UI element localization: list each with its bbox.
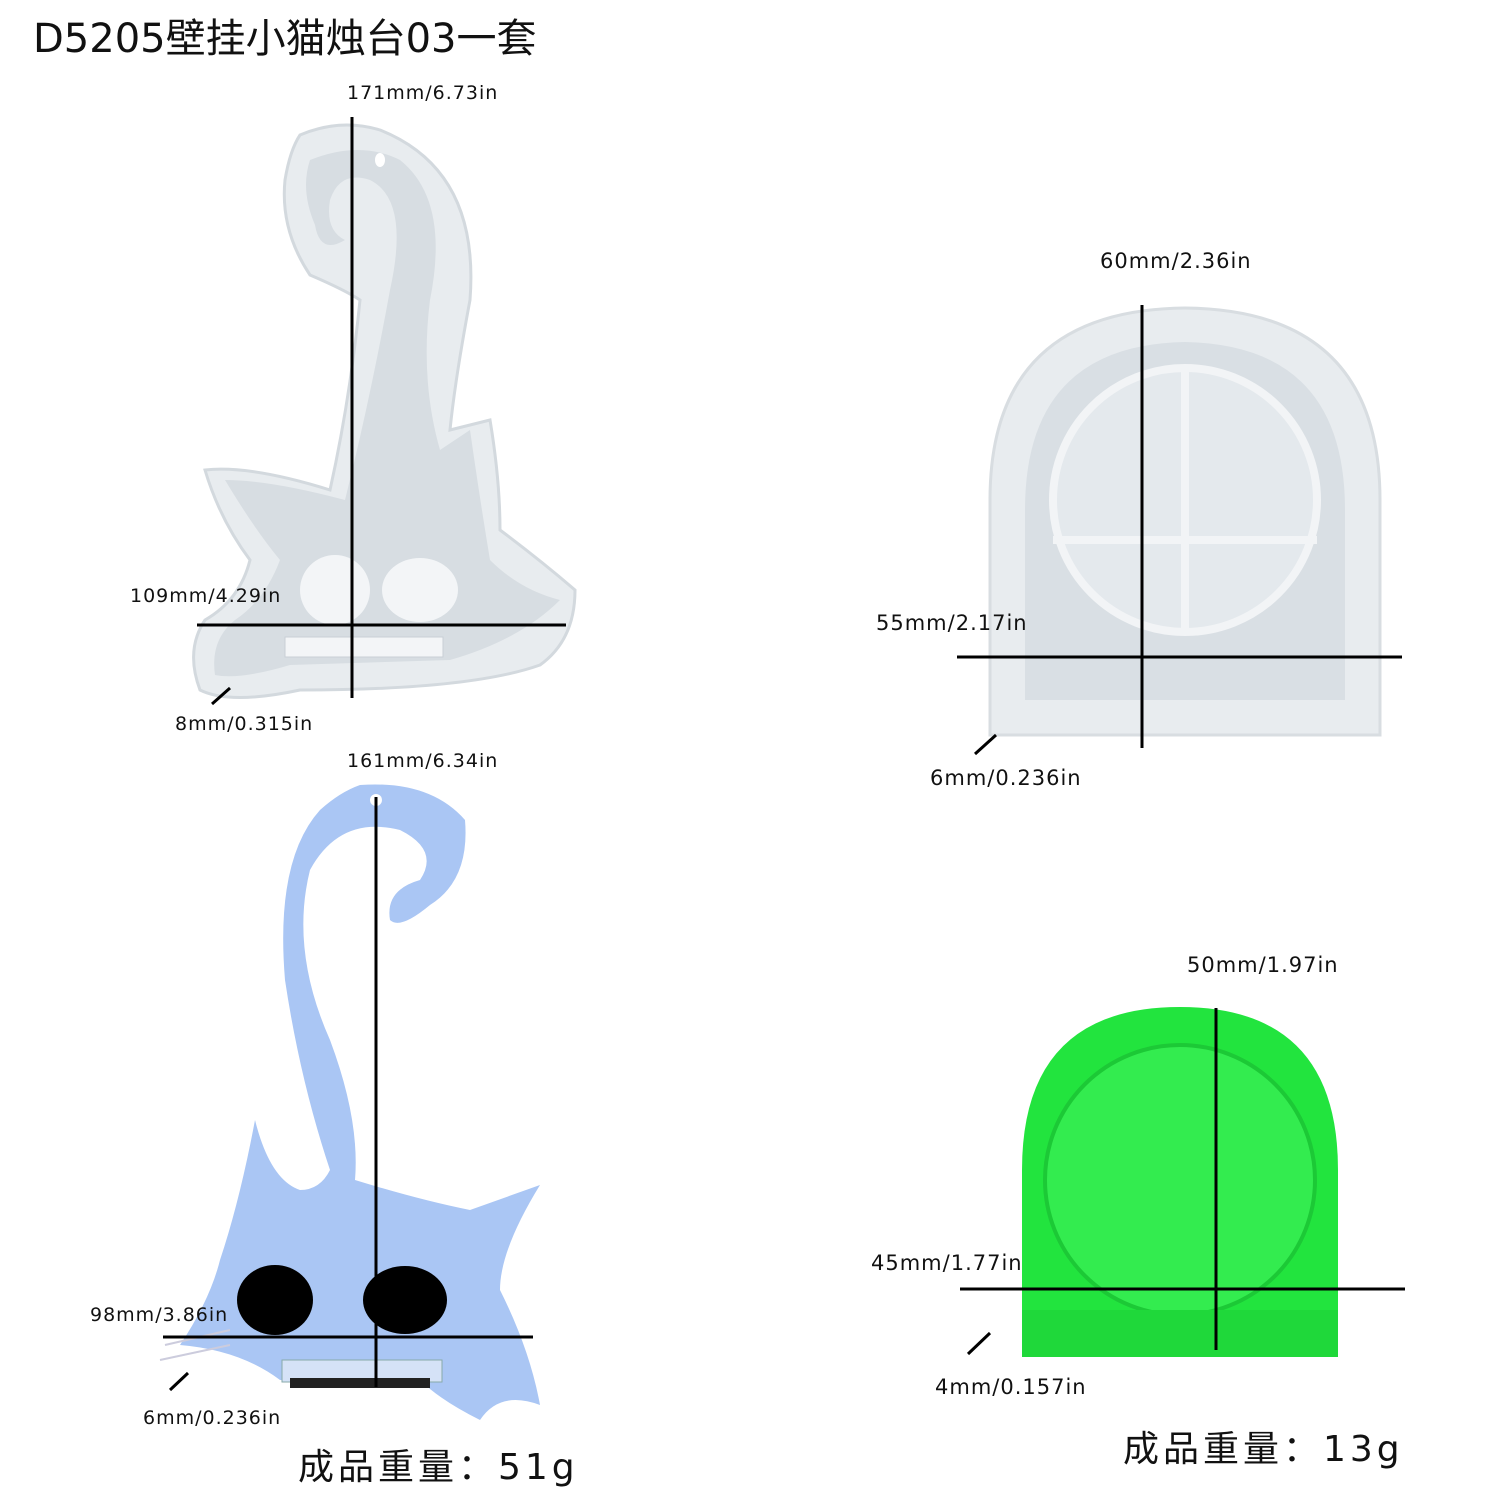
arch-finished-image [1022,1007,1338,1357]
cat-weight-label: 成品重量：51g [298,1447,579,1488]
arch-mold-depth-label: 6mm/0.236in [930,766,1082,790]
cat-finished-height-label: 161mm/6.34in [347,750,499,772]
cat-finished-width-label: 98mm/3.86in [90,1304,229,1326]
cat-mold-width-label: 109mm/4.29in [130,585,282,607]
arch-mold-width-label: 55mm/2.17in [876,611,1028,635]
cat-finished-depth-label: 6mm/0.236in [143,1407,282,1429]
cat-mold-depth-label: 8mm/0.315in [175,713,314,735]
page-title: D5205壁挂小猫烛台03一套 [33,16,537,62]
arch-finished-depth-label: 4mm/0.157in [935,1375,1087,1399]
measurement-lines [163,117,1405,1392]
arch-weight-label: 成品重量：13g [1123,1429,1404,1470]
arch-finished-height-label: 50mm/1.97in [1187,953,1339,977]
cat-mold-image [192,123,577,699]
arch-finished-width-label: 45mm/1.77in [871,1251,1023,1275]
arch-mold-height-label: 60mm/2.36in [1100,249,1252,273]
arch-mold-image [988,306,1382,737]
cat-mold-height-label: 171mm/6.73in [347,82,499,104]
